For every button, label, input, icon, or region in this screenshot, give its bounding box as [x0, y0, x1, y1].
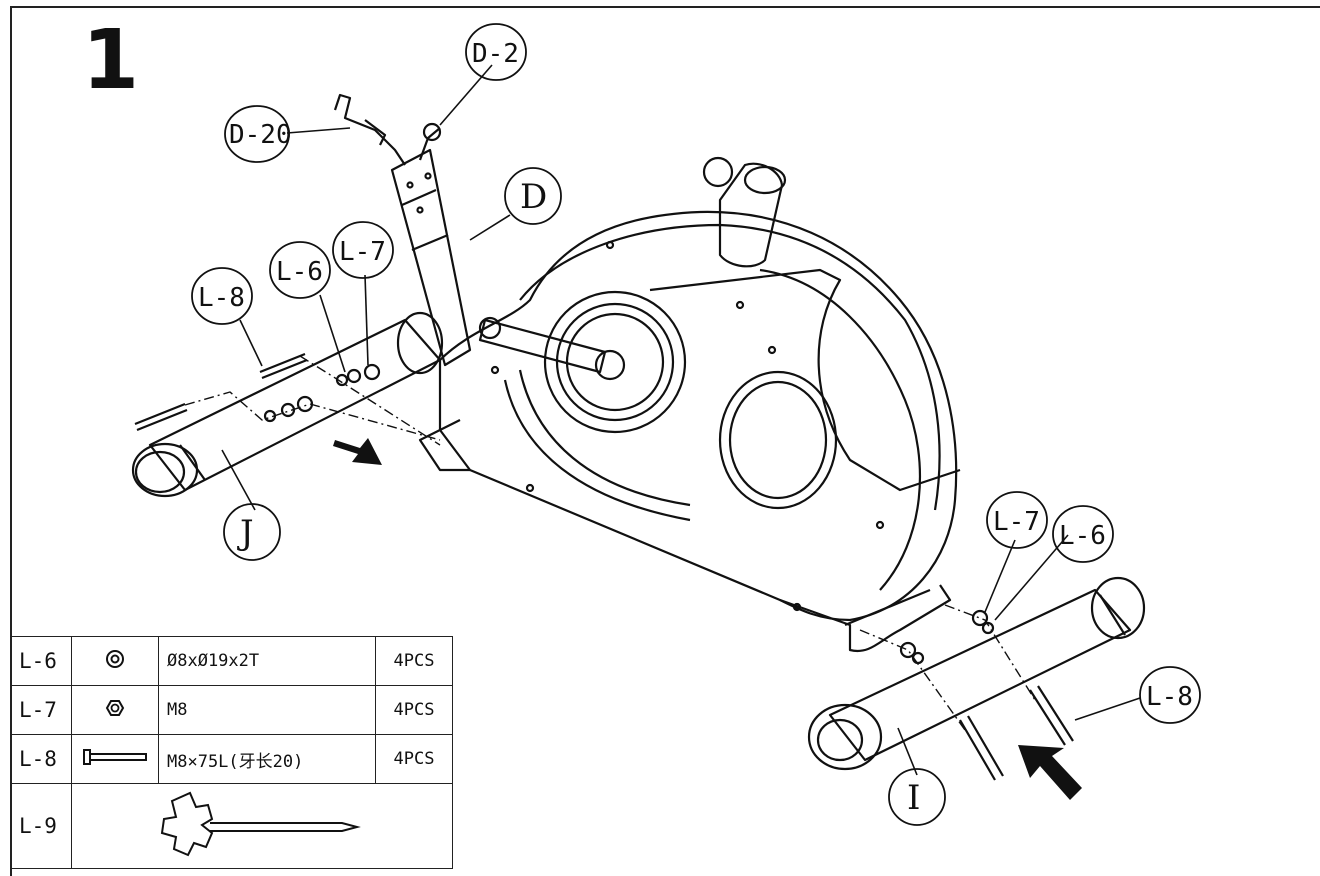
callout-l-8-right: L-8 — [1139, 666, 1201, 724]
flywheel-housing — [418, 156, 961, 653]
wrench-icon — [160, 791, 361, 856]
nut-icon — [105, 699, 125, 716]
upright-post — [390, 148, 472, 367]
front-hardware — [134, 352, 381, 432]
leader-lines — [221, 64, 1141, 776]
svg-text:L-8: L-8 — [198, 283, 245, 313]
svg-text:I: I — [907, 778, 920, 818]
drawing-frame — [10, 6, 1320, 876]
callout-l-6-right: L-6 — [1052, 505, 1114, 563]
callout-i: I — [888, 768, 946, 826]
svg-text:D: D — [520, 177, 547, 217]
svg-text:L-6: L-6 — [1059, 521, 1106, 551]
table-row: L-9 — [10, 783, 453, 869]
svg-text:L-7: L-7 — [339, 237, 386, 267]
part-spec: Ø8xØ19x2T — [158, 636, 376, 686]
table-row: L-6 Ø8xØ19x2T 4PCS — [10, 636, 453, 686]
callout-d-20: D-20 — [224, 105, 292, 163]
part-qty: 4PCS — [375, 734, 453, 784]
table-row: L-8 M8×75L(牙长20) 4PCS — [10, 734, 453, 784]
callout-l-6-left: L-6 — [269, 241, 331, 299]
insert-arrow-rear — [1018, 745, 1082, 800]
part-spec: M8 — [158, 685, 376, 735]
svg-text:D-20: D-20 — [229, 120, 292, 150]
tension-cables — [333, 93, 442, 166]
front-stabilizer — [131, 311, 444, 498]
callout-l-7-right: L-7 — [986, 491, 1048, 549]
part-code: L-9 — [10, 783, 72, 869]
rear-stabilizer — [807, 576, 1146, 771]
svg-text:L-8: L-8 — [1146, 682, 1193, 712]
svg-text:L-6: L-6 — [276, 257, 323, 287]
part-qty: 4PCS — [375, 636, 453, 686]
part-code: L-8 — [10, 734, 72, 784]
part-spec: M8×75L(牙长20) — [158, 734, 376, 784]
assembly-paths — [184, 355, 1036, 731]
callout-l-8-left: L-8 — [191, 267, 253, 325]
svg-text:J: J — [237, 513, 254, 553]
part-code: L-7 — [10, 685, 72, 735]
flat-washer-icon — [106, 649, 124, 668]
callout-d-2: D-2 — [465, 23, 527, 81]
parts-table: L-6 Ø8xØ19x2T 4PCS L-7 M8 4PCS L-8 M8×75… — [10, 636, 453, 869]
step-number: 1 — [82, 13, 140, 108]
part-code: L-6 — [10, 636, 72, 686]
bolt-icon — [83, 748, 147, 765]
svg-text:L-7: L-7 — [993, 507, 1040, 537]
callout-d: D — [504, 167, 562, 225]
table-row: L-7 M8 4PCS — [10, 685, 453, 735]
part-qty: 4PCS — [375, 685, 453, 735]
insert-arrow-front — [333, 438, 382, 465]
callout-j: J — [223, 503, 281, 561]
svg-text:D-2: D-2 — [472, 39, 519, 69]
callout-l-7-left: L-7 — [332, 221, 394, 279]
